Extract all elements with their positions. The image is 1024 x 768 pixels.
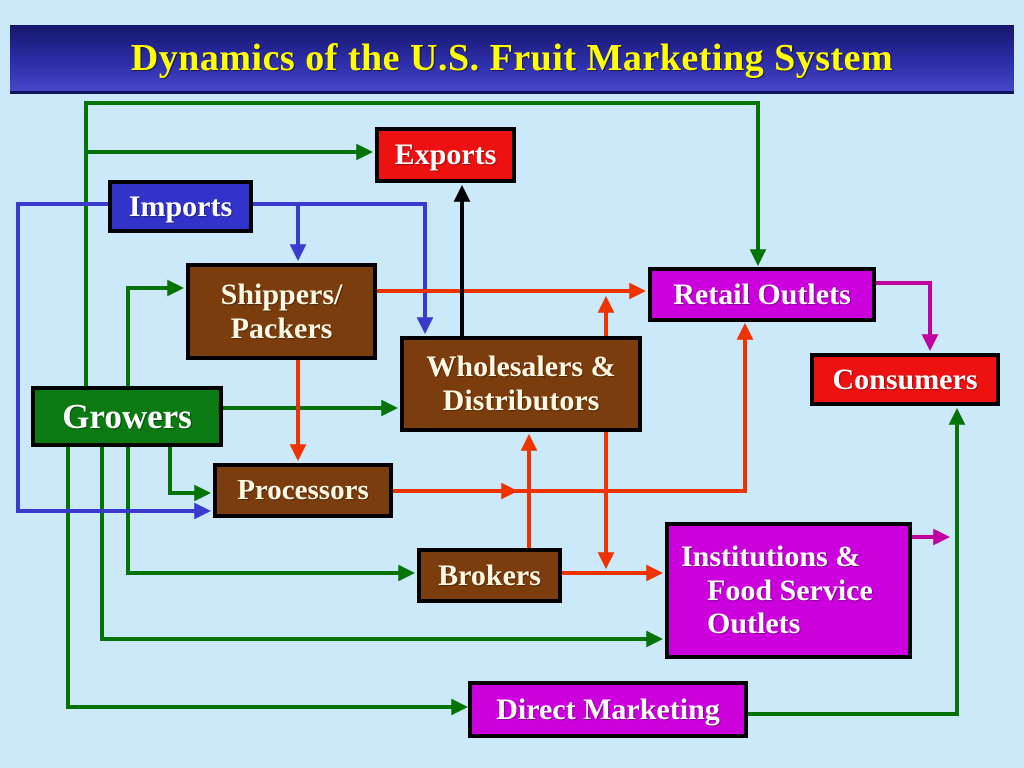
edge-imports-to-wholesalers (253, 202, 434, 335)
node-wholesalers-label-2: Distributors (442, 384, 600, 417)
edge-growers-to-direct-marketing (66, 445, 469, 716)
slide-title: Dynamics of the U.S. Fruit Marketing Sys… (130, 37, 894, 79)
node-shippers-packers: Shippers/ Packers (186, 263, 377, 360)
node-retail-outlets: Retail Outlets (648, 267, 876, 322)
edge-growers-to-brokers (126, 445, 416, 582)
node-institutions-label-1: Institutions & (681, 540, 861, 574)
node-growers: Growers (31, 386, 223, 447)
node-brokers-label: Brokers (438, 558, 541, 592)
node-institutions-label-2: Food Service (707, 573, 873, 607)
node-processors-label: Processors (237, 474, 369, 507)
node-retail-outlets-label: Retail Outlets (673, 277, 851, 311)
edge-direct-marketing-to-consumers (748, 407, 966, 716)
node-exports: Exports (375, 127, 516, 183)
node-consumers-label: Consumers (832, 362, 978, 396)
node-growers-label: Growers (62, 396, 192, 436)
node-shippers-packers-label-2: Packers (230, 311, 333, 345)
edge-growers-to-processors (168, 445, 212, 502)
node-institutions-label-3: Outlets (707, 607, 801, 641)
node-imports-label: Imports (128, 189, 233, 223)
edge-growers-to-retail-outlets (84, 101, 767, 388)
node-shippers-packers-label-1: Shippers/ (220, 277, 343, 311)
edge-imports-to-processors (16, 202, 212, 520)
node-processors: Processors (213, 463, 393, 518)
edge-retail-outlets-to-consumers (876, 281, 939, 352)
node-direct-marketing: Direct Marketing (468, 681, 748, 738)
node-imports: Imports (108, 180, 253, 233)
node-direct-marketing-label: Direct Marketing (496, 692, 720, 726)
node-institutions: Institutions & Food Service Outlets (665, 522, 912, 659)
edge-processors-to-retail-outlets (513, 322, 754, 493)
node-consumers: Consumers (810, 353, 1000, 406)
node-exports-label: Exports (394, 138, 497, 172)
edge-growers-to-shippers-packers (126, 279, 185, 388)
node-brokers: Brokers (417, 548, 562, 603)
node-wholesalers-label-1: Wholesalers & (426, 350, 616, 384)
title-bar: Dynamics of the U.S. Fruit Marketing Sys… (10, 25, 1014, 94)
node-wholesalers-distributors: Wholesalers & Distributors (400, 336, 642, 432)
